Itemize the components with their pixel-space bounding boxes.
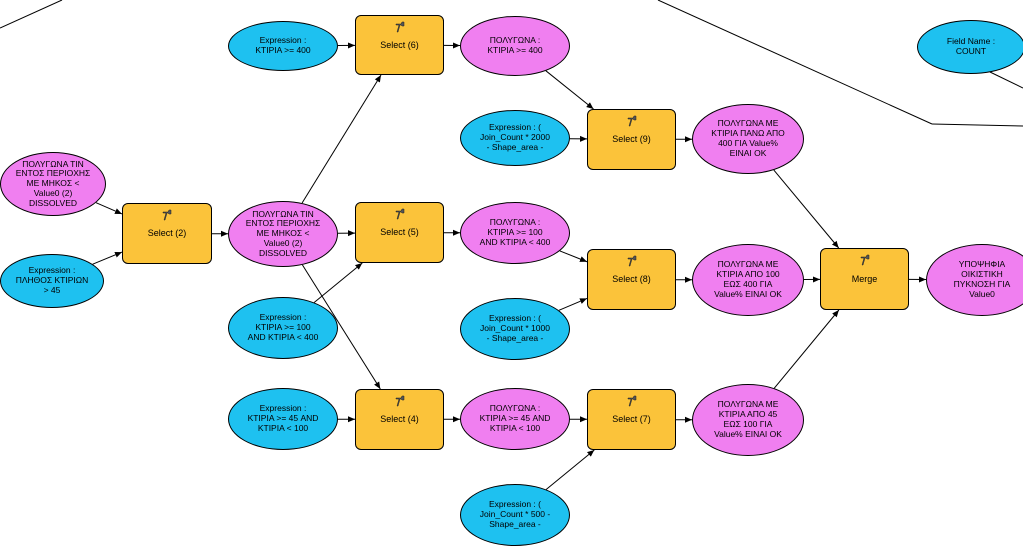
connector-poly_400-to-select9: [545, 70, 594, 110]
connector-expr_1000-to-select8: [558, 297, 588, 311]
hammer-icon: [627, 395, 636, 407]
hammer-icon: [395, 395, 404, 407]
node-expression-2000[interactable]: Expression : ( Join_Count * 2000 - Shape…: [460, 110, 570, 166]
node-label: Expression : ΠΛΗΘΟΣ ΚΤΙΡΙΩΝ > 45: [15, 265, 89, 295]
node-label: Expression : ( Join_Count * 500 - Shape_…: [479, 499, 551, 529]
tool-select-8[interactable]: Select (8): [587, 249, 676, 310]
tool-label: Select (4): [380, 414, 419, 425]
node-label: ΥΠΟΨΗΦΙΑ ΟΙΚΙΣΤΙΚΗ ΠΥΚΝΟΣΗ ΓΙΑ Value0: [953, 259, 1011, 299]
node-label: ΠΟΛΥΓΩΝΑ : ΚΤΙΡΙΑ >= 100 AND ΚΤΙΡΙΑ < 40…: [479, 217, 551, 247]
tool-label: Select (9): [612, 134, 651, 145]
node-label: Field Name : COUNT: [946, 36, 996, 56]
connector-expr_100_400-to-select5: [313, 262, 363, 303]
tool-merge[interactable]: Merge: [820, 248, 909, 310]
node-poly-source[interactable]: ΠΟΛΥΓΩΝΑ ΤΙΝ ΕΝΤΟΣ ΠΕΡΙΟΧΗΣ ΜΕ ΜΗΚΟΣ < V…: [0, 152, 106, 216]
node-poly-100-400[interactable]: ΠΟΛΥΓΩΝΑ : ΚΤΙΡΙΑ >= 100 AND ΚΤΙΡΙΑ < 40…: [460, 202, 570, 264]
tool-label: Select (5): [380, 227, 419, 238]
node-candidate-output[interactable]: ΥΠΟΨΗΦΙΑ ΟΙΚΙΣΤΙΚΗ ΠΥΚΝΟΣΗ ΓΙΑ Value0: [926, 244, 1023, 316]
tool-select-4[interactable]: Select (4): [355, 389, 444, 450]
background-line: [931, 123, 1023, 127]
tool-label: Select (7): [612, 414, 651, 425]
connector-poly_src-to-select2: [95, 202, 123, 215]
node-expression-45-100[interactable]: Expression : ΚΤΙΡΙΑ >= 45 AND ΚΤΙΡΙΑ < 1…: [228, 388, 338, 450]
node-expression-500[interactable]: Expression : ( Join_Count * 500 - Shape_…: [460, 484, 570, 546]
hammer-icon: [860, 254, 869, 266]
node-poly-45-100[interactable]: ΠΟΛΥΓΩΝΑ : ΚΤΙΡΙΑ >= 45 AND ΚΤΙΡΙΑ < 100: [460, 388, 570, 450]
node-expression-100-400[interactable]: Expression : ΚΤΙΡΙΑ >= 100 AND ΚΤΙΡΙΑ < …: [228, 297, 338, 359]
tool-select-9[interactable]: Select (9): [587, 109, 676, 170]
tool-label: Select (8): [612, 274, 651, 285]
background-line: [657, 0, 933, 125]
background-line: [0, 0, 63, 29]
node-label: ΠΟΛΥΓΩΝΑ ΤΙΝ ΕΝΤΟΣ ΠΕΡΙΟΧΗΣ ΜΕ ΜΗΚΟΣ < V…: [245, 208, 321, 258]
node-label: Expression : ( Join_Count * 2000 - Shape…: [480, 122, 550, 152]
node-label: Expression : ΚΤΙΡΙΑ >= 100 AND ΚΤΙΡΙΑ < …: [247, 312, 319, 342]
connector-expr_500-to-select7: [545, 449, 595, 490]
node-expression-1000[interactable]: Expression : ( Join_Count * 1000 - Shape…: [460, 298, 570, 360]
background-line: [989, 71, 1023, 89]
node-output-45-100[interactable]: ΠΟΛΥΓΩΝΑ ΜΕ ΚΤΙΡΙΑ ΑΠΟ 45 ΕΩΣ 100 ΓΙΑ Va…: [692, 384, 804, 456]
hammer-icon: [395, 208, 404, 220]
node-label: ΠΟΛΥΓΩΝΑ : ΚΤΙΡΙΑ >= 400: [487, 35, 543, 55]
connector-poly_dissolved-to-select6: [301, 74, 382, 204]
node-expression-plithos[interactable]: Expression : ΠΛΗΘΟΣ ΚΤΙΡΙΩΝ > 45: [0, 254, 104, 308]
edge-group: [92, 42, 927, 490]
node-label: Expression : ΚΤΙΡΙΑ >= 400: [255, 35, 311, 55]
hammer-icon: [395, 21, 404, 33]
connector-expr_plithos-to-select2: [92, 251, 123, 265]
node-label: ΠΟΛΥΓΩΝΑ ΜΕ ΚΤΙΡΙΑ ΑΠΟ 45 ΕΩΣ 100 ΓΙΑ Va…: [714, 399, 782, 439]
connector-out_45_100-to-merge: [773, 309, 840, 389]
node-label: ΠΟΛΥΓΩΝΑ ΜΕ ΚΤΙΡΙΑ ΠΑΝΩ ΑΠΟ 400 ΓΙΑ Valu…: [711, 118, 785, 158]
hammer-icon: [162, 209, 172, 221]
tool-label: Select (6): [380, 39, 419, 50]
connector-out_400-to-merge: [773, 169, 840, 249]
node-label: ΠΟΛΥΓΩΝΑ ΤΙΝ ΕΝΤΟΣ ΠΕΡΙΟΧΗΣ ΜΕ ΜΗΚΟΣ < V…: [15, 158, 91, 208]
node-poly-400[interactable]: ΠΟΛΥΓΩΝΑ : ΚΤΙΡΙΑ >= 400: [460, 16, 570, 76]
node-label: Expression : ΚΤΙΡΙΑ >= 45 AND ΚΤΙΡΙΑ < 1…: [247, 403, 319, 433]
hammer-icon: [627, 115, 636, 127]
node-field-name[interactable]: Field Name : COUNT: [917, 20, 1023, 74]
node-label: ΠΟΛΥΓΩΝΑ ΜΕ ΚΤΙΡΙΑ ΑΠΟ 100 ΕΩΣ 400 ΓΙΑ V…: [714, 259, 782, 299]
node-label: Expression : ( Join_Count * 1000 - Shape…: [480, 313, 550, 343]
tool-select-7[interactable]: Select (7): [587, 389, 676, 450]
tool-select-2[interactable]: Select (2): [122, 203, 212, 264]
connector-poly_dissolved-to-select4: [301, 264, 381, 390]
tool-select-6[interactable]: Select (6): [355, 15, 444, 75]
node-label: ΠΟΛΥΓΩΝΑ : ΚΤΙΡΙΑ >= 45 AND ΚΤΙΡΙΑ < 100: [479, 403, 551, 433]
tool-label: Select (2): [147, 228, 187, 239]
tool-select-5[interactable]: Select (5): [355, 202, 444, 263]
node-poly-dissolved[interactable]: ΠΟΛΥΓΩΝΑ ΤΙΝ ΕΝΤΟΣ ΠΕΡΙΟΧΗΣ ΜΕ ΜΗΚΟΣ < V…: [228, 201, 338, 267]
node-expression-400[interactable]: Expression : ΚΤΙΡΙΑ >= 400: [228, 21, 338, 71]
hammer-icon: [627, 255, 636, 267]
node-output-400[interactable]: ΠΟΛΥΓΩΝΑ ΜΕ ΚΤΙΡΙΑ ΠΑΝΩ ΑΠΟ 400 ΓΙΑ Valu…: [692, 104, 804, 174]
tool-label: Merge: [851, 273, 878, 284]
connector-poly_100_400-to-select8: [559, 250, 588, 263]
node-output-100-400[interactable]: ΠΟΛΥΓΩΝΑ ΜΕ ΚΤΙΡΙΑ ΑΠΟ 100 ΕΩΣ 400 ΓΙΑ V…: [692, 244, 804, 316]
